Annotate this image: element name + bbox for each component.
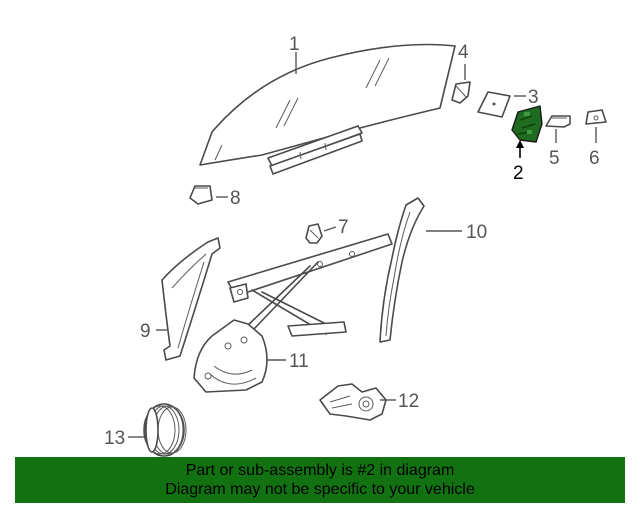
callout-10[interactable]: 10 <box>466 222 487 243</box>
callout-4[interactable]: 4 <box>458 42 469 63</box>
banner-line-1: Part or sub-assembly is #2 in diagram <box>185 462 455 479</box>
banner-line-2: Diagram may not be specific to your vehi… <box>165 481 475 498</box>
callout-11[interactable]: 11 <box>289 351 309 372</box>
part-10-channel[interactable] <box>379 197 425 343</box>
part-8-stop[interactable] <box>189 185 213 205</box>
part-2-highlighted[interactable] <box>511 105 543 143</box>
callout-9[interactable]: 9 <box>140 321 151 342</box>
info-banner: Part or sub-assembly is #2 in diagram Di… <box>15 457 625 503</box>
callout-2[interactable]: 2 <box>513 163 524 184</box>
part-12-motor[interactable] <box>319 383 387 421</box>
callout-1[interactable]: 1 <box>289 34 300 55</box>
callout-8[interactable]: 8 <box>230 188 241 209</box>
part-4-clip[interactable] <box>451 81 471 104</box>
leader-7 <box>323 226 337 232</box>
part-3-pad[interactable] <box>477 91 511 118</box>
callout-3[interactable]: 3 <box>528 87 539 108</box>
callout-7[interactable]: 7 <box>338 217 349 238</box>
part-6-cap[interactable] <box>585 109 607 125</box>
callout-13[interactable]: 13 <box>104 428 125 449</box>
part-13-boot[interactable] <box>143 403 187 457</box>
part-7-clip[interactable] <box>305 223 323 244</box>
part-5-cap[interactable] <box>545 115 571 128</box>
callout-5[interactable]: 5 <box>549 148 560 169</box>
callout-12[interactable]: 12 <box>398 391 419 412</box>
part-1-door-glass[interactable] <box>199 43 456 175</box>
leader-2-arrow <box>516 140 524 148</box>
callout-6[interactable]: 6 <box>589 148 600 169</box>
part-9-channel[interactable] <box>161 237 221 361</box>
part-11-regulator[interactable] <box>193 233 393 393</box>
